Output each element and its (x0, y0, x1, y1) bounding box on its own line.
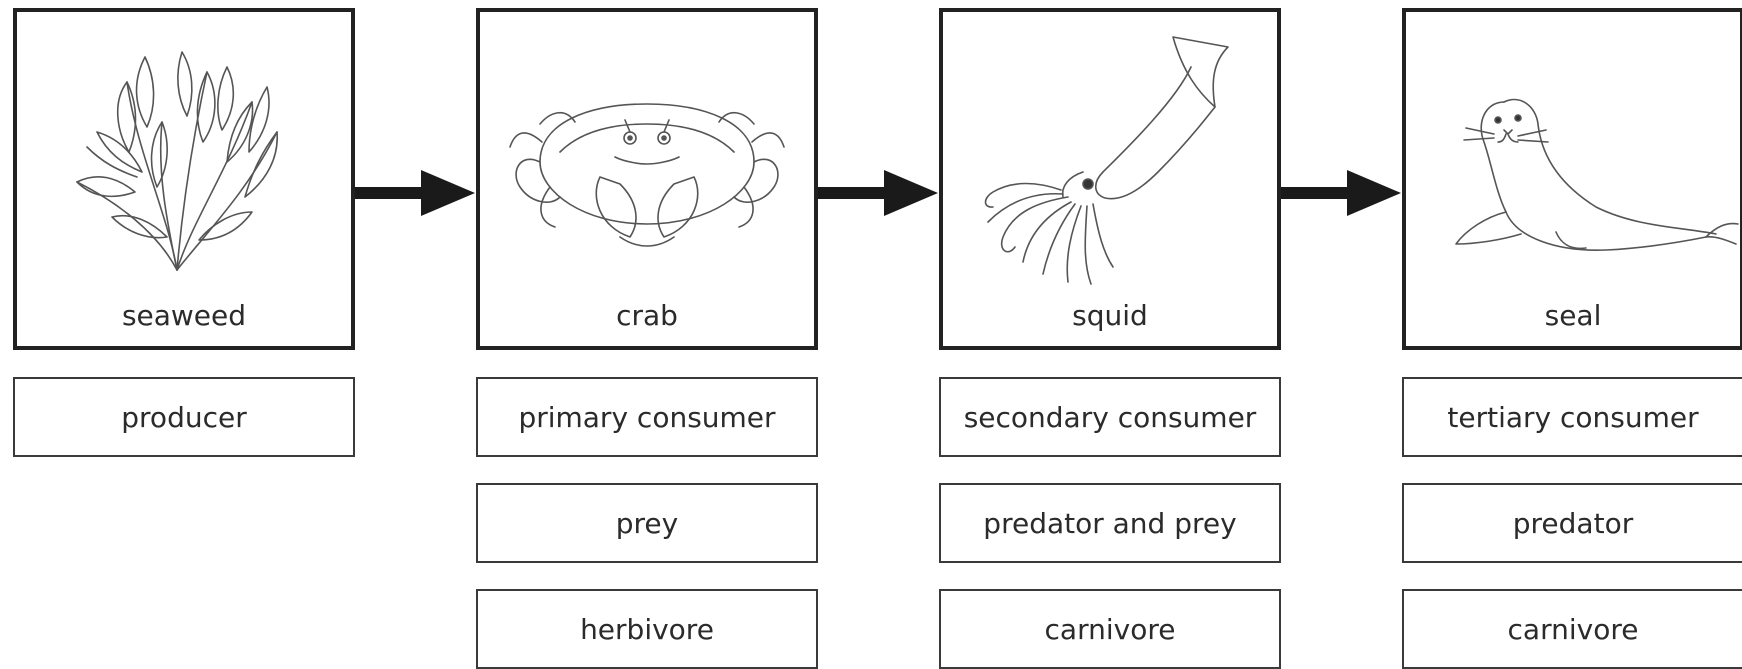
organism-name: crab (480, 299, 814, 332)
role-label-seal-diet: carnivore (1402, 589, 1742, 669)
squid-illustration (943, 12, 1277, 346)
role-label-squid-predation: predator and prey (939, 483, 1281, 563)
role-label-crab-predation: prey (476, 483, 818, 563)
role-label-seal-trophic-level: tertiary consumer (1402, 377, 1742, 457)
seal-illustration (1406, 12, 1740, 346)
role-label-squid-trophic-level: secondary consumer (939, 377, 1281, 457)
organism-card-seaweed: seaweed (13, 8, 355, 350)
seaweed-illustration (17, 12, 351, 346)
organism-card-seal: seal (1402, 8, 1742, 350)
arrow-right-icon (818, 168, 940, 218)
crab-illustration (480, 12, 814, 346)
organism-card-crab: crab (476, 8, 818, 350)
role-label-crab-diet: herbivore (476, 589, 818, 669)
role-label-seaweed-producer: producer (13, 377, 355, 457)
role-label-crab-trophic-level: primary consumer (476, 377, 818, 457)
arrow-right-icon (1281, 168, 1403, 218)
arrow-right-icon (355, 168, 477, 218)
role-label-squid-diet: carnivore (939, 589, 1281, 669)
organism-name: seal (1406, 299, 1740, 332)
organism-card-squid: squid (939, 8, 1281, 350)
organism-name: squid (943, 299, 1277, 332)
organism-name: seaweed (17, 299, 351, 332)
role-label-seal-predation: predator (1402, 483, 1742, 563)
